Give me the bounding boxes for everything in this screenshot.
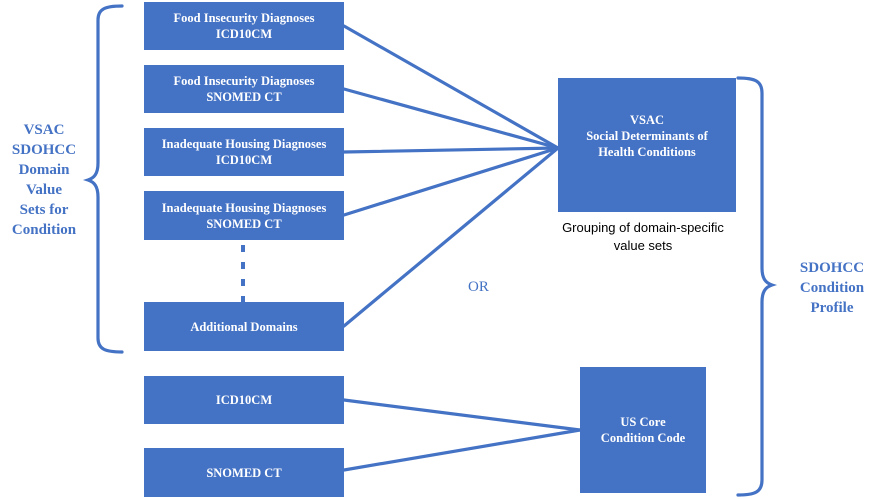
ellipsis-dot — [241, 245, 245, 252]
label-line: VSAC — [23, 122, 65, 138]
box-line: Food Insecurity Diagnoses — [173, 11, 315, 25]
box-line: Condition Code — [600, 431, 686, 445]
box-line: Health Conditions — [598, 145, 696, 159]
box-line: ICD10CM — [215, 393, 273, 407]
sdohcc-condition-profile-label: SDOHCC Condition Profile — [786, 258, 878, 318]
vsac-sdoh-conditions-grouping-box: VSAC Social Determinants of Health Condi… — [558, 78, 736, 212]
ellipsis-dot — [241, 296, 245, 303]
grouping-note: Grouping of domain-specific value sets — [536, 219, 750, 255]
connector-housing-snomed-to-grouping — [342, 146, 560, 217]
box-line: VSAC — [629, 113, 665, 127]
connector-additional-to-grouping — [342, 146, 560, 328]
vsac-domain-value-sets-label: VSAC SDOHCC Domain Value Sets for Condit… — [2, 120, 86, 240]
connector-snomed-to-us-core — [342, 428, 582, 472]
snomed-ct-box: SNOMED CT — [144, 448, 344, 497]
label-line: Condition — [799, 280, 865, 296]
inadequate-housing-snomed-box: Inadequate Housing Diagnoses SNOMED CT — [144, 191, 344, 240]
icd10cm-box: ICD10CM — [144, 376, 344, 424]
box-line: ICD10CM — [215, 153, 273, 167]
box-line: SNOMED CT — [206, 90, 282, 104]
connector-food-snomed-to-grouping — [342, 87, 560, 150]
additional-domains-box: Additional Domains — [144, 302, 344, 351]
box-line: SNOMED CT — [206, 465, 282, 480]
box-line: Social Determinants of — [586, 129, 708, 143]
note-line: Grouping of domain-specific — [562, 220, 724, 235]
right-curly-bracket — [736, 76, 778, 497]
label-line: Domain — [18, 162, 70, 178]
box-line: ICD10CM — [215, 27, 273, 41]
note-line: value sets — [613, 238, 673, 253]
box-line: US Core — [620, 415, 666, 429]
box-line: Additional Domains — [190, 319, 298, 334]
box-line: Inadequate Housing Diagnoses — [161, 200, 327, 215]
label-line: SDOHCC — [799, 260, 865, 276]
inadequate-housing-icd10cm-box: Inadequate Housing Diagnoses ICD10CM — [144, 128, 344, 176]
food-insecurity-snomed-box: Food Insecurity Diagnoses SNOMED CT — [144, 65, 344, 113]
or-label: OR — [468, 279, 489, 295]
label-line: Sets for — [19, 202, 69, 218]
connector-icd10cm-to-us-core — [342, 398, 582, 432]
label-line: Value — [25, 182, 63, 198]
us-core-condition-code-box: US Core Condition Code — [580, 367, 706, 493]
box-line: Inadequate Housing Diagnoses — [161, 137, 327, 151]
ellipsis-dot — [241, 262, 245, 269]
label-line: SDOHCC — [11, 142, 77, 158]
label-line: Condition — [11, 222, 77, 238]
connector-food-icd-to-grouping — [342, 24, 560, 150]
box-line: SNOMED CT — [206, 216, 282, 231]
food-insecurity-icd10cm-box: Food Insecurity Diagnoses ICD10CM — [144, 2, 344, 50]
left-curly-bracket — [82, 4, 124, 354]
label-line: Profile — [810, 300, 854, 316]
ellipsis-dot — [241, 279, 245, 286]
connector-housing-icd-to-grouping — [342, 146, 560, 154]
box-line: Food Insecurity Diagnoses — [173, 74, 315, 88]
